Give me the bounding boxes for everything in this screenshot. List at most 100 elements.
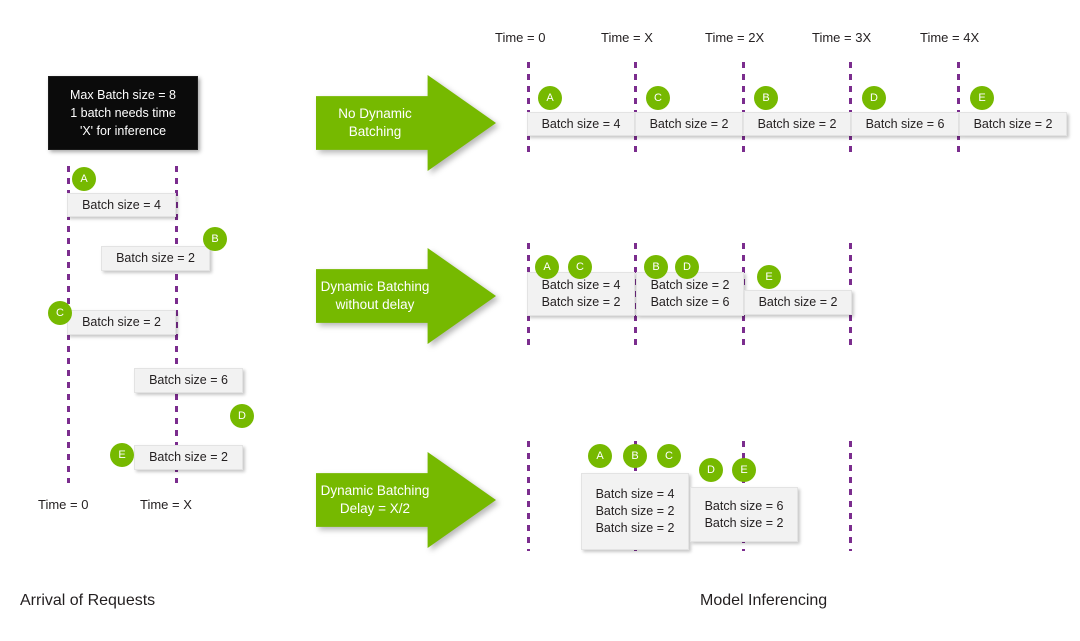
arrival-box-b-label: Batch size = 2: [116, 251, 195, 265]
row1-batch-box-5-line-1: Batch size = 2: [973, 116, 1053, 131]
row1-arrow-line-2: Batching: [348, 124, 402, 139]
row3-batch-box-2: Batch size = 6 Batch size = 2: [690, 487, 798, 542]
request-marker-c-label: C: [56, 307, 64, 319]
row3-marker-e: E: [732, 458, 756, 482]
row2-arrow: Dynamic Batching without delay: [316, 248, 496, 344]
row2-marker-c: C: [568, 255, 592, 279]
row1-marker-d: D: [862, 86, 886, 110]
request-marker-d-label: D: [238, 410, 246, 422]
request-marker-a: A: [72, 167, 96, 191]
row3-marker-c: C: [657, 444, 681, 468]
row2-gridline-x: [634, 243, 637, 351]
arrival-box-a-label: Batch size = 4: [82, 197, 161, 212]
note-line-3: 'X' for inference: [79, 124, 167, 138]
row1-arrow: No Dynamic Batching: [316, 75, 496, 171]
row2-marker-d: D: [675, 255, 699, 279]
arrival-box-a: Batch size = 4: [67, 193, 176, 217]
right-time-label-2x: Time = 2X: [705, 30, 765, 45]
row1-batch-box-4: Batch size = 6: [851, 112, 959, 136]
row3-batch-box-1: Batch size = 4 Batch size = 2 Batch size…: [581, 473, 689, 550]
row1-batch-box-2: Batch size = 2: [635, 112, 743, 136]
note-line-1: Max Batch size = 8: [70, 88, 176, 102]
row3-batch-box-1-line-2: Batch size = 2: [595, 504, 675, 518]
row3-marker-a-label: A: [596, 450, 604, 462]
right-time-label-3x: Time = 3X: [812, 30, 872, 45]
row1-gridline-4x: [957, 62, 960, 156]
max-batch-size-note: Max Batch size = 8 1 batch needs time 'X…: [48, 76, 198, 150]
row1-arrow-text: No Dynamic Batching: [316, 75, 434, 171]
request-marker-a-label: A: [80, 173, 88, 185]
row1-marker-c-label: C: [654, 92, 662, 104]
row3-marker-d-label: D: [707, 464, 715, 476]
row3-gridline-0: [527, 441, 530, 551]
request-marker-c: C: [48, 301, 72, 325]
row3-marker-e-label: E: [740, 464, 748, 476]
request-marker-e-label: E: [118, 449, 126, 461]
row1-batch-box-1-line-1: Batch size = 4: [541, 116, 621, 131]
left-timeline-tx: [175, 166, 178, 483]
right-panel-caption: Model Inferencing: [700, 592, 828, 609]
row3-marker-a: A: [588, 444, 612, 468]
arrival-box-e: Batch size = 2: [134, 445, 243, 470]
row1-marker-b: B: [754, 86, 778, 110]
row2-arrow-text: Dynamic Batching without delay: [316, 248, 434, 344]
row3-gridline-3x: [849, 441, 852, 551]
row1-marker-b-label: B: [762, 92, 770, 104]
row2-marker-b-label: B: [652, 261, 660, 273]
left-time-label-x: Time = X: [140, 497, 192, 512]
row1-marker-a-label: A: [546, 92, 554, 104]
row1-batch-box-4-line-1: Batch size = 6: [865, 116, 945, 131]
row1-gridline-3x: [849, 62, 852, 156]
row2-marker-c-label: C: [576, 261, 584, 273]
left-panel-caption: Arrival of Requests: [20, 592, 156, 609]
arrival-box-c-label: Batch size = 2: [82, 315, 161, 329]
right-time-label-0: Time = 0: [495, 30, 546, 45]
row2-arrow-line-1: Dynamic Batching: [320, 279, 430, 294]
row1-marker-a: A: [538, 86, 562, 110]
arrival-box-e-label: Batch size = 2: [149, 450, 228, 464]
request-marker-d: D: [230, 404, 254, 428]
row3-arrow-text: Dynamic Batching Delay = X/2: [316, 452, 434, 548]
row2-batch-box-3-line-1: Batch size = 2: [758, 295, 838, 309]
row1-marker-c: C: [646, 86, 670, 110]
note-line-2: 1 batch needs time: [70, 106, 176, 120]
row1-arrow-line-1: No Dynamic: [338, 106, 412, 121]
row2-marker-d-label: D: [683, 261, 691, 273]
row3-batch-box-1-line-3: Batch size = 2: [595, 521, 675, 535]
row3-marker-b: B: [623, 444, 647, 468]
request-marker-b-label: B: [211, 233, 219, 245]
row3-batch-box-2-line-1: Batch size = 6: [704, 498, 784, 513]
row3-batch-box-2-line-2: Batch size = 2: [704, 515, 784, 530]
row1-batch-box-5: Batch size = 2: [959, 112, 1067, 136]
row1-marker-e: E: [970, 86, 994, 110]
row3-arrow-line-1: Dynamic Batching: [320, 483, 430, 498]
row2-batch-box-2: Batch size = 2 Batch size = 6: [636, 272, 744, 316]
arrival-box-d-label: Batch size = 6: [149, 373, 228, 387]
row2-batch-box-2-line-2: Batch size = 6: [650, 295, 730, 309]
row1-batch-box-3-line-1: Batch size = 2: [757, 116, 837, 131]
row1-gridline-x: [634, 62, 637, 156]
row1-gridline-2x: [742, 62, 745, 156]
row2-marker-e: E: [757, 265, 781, 289]
arrival-box-d: Batch size = 6: [134, 368, 243, 393]
row2-marker-e-label: E: [765, 271, 773, 283]
arrival-box-c: Batch size = 2: [67, 310, 176, 335]
row3-marker-c-label: C: [665, 450, 673, 462]
row3-arrow: Dynamic Batching Delay = X/2: [316, 452, 496, 548]
right-time-label-x: Time = X: [601, 30, 653, 45]
row2-marker-a-label: A: [543, 261, 551, 273]
arrival-box-b: Batch size = 2: [101, 246, 210, 271]
request-marker-b: B: [203, 227, 227, 251]
row3-batch-box-1-line-1: Batch size = 4: [595, 487, 675, 501]
row1-gridline-0: [527, 62, 530, 156]
row2-arrow-line-2: without delay: [335, 297, 415, 312]
row2-batch-box-1-line-1: Batch size = 4: [541, 278, 621, 292]
row3-marker-d: D: [699, 458, 723, 482]
row3-marker-b-label: B: [631, 450, 639, 462]
row1-batch-box-2-line-1: Batch size = 2: [649, 116, 729, 131]
row2-marker-b: B: [644, 255, 668, 279]
row2-batch-box-1-line-2: Batch size = 2: [541, 295, 621, 309]
row1-marker-e-label: E: [978, 92, 986, 104]
row3-arrow-line-2: Delay = X/2: [339, 501, 411, 516]
